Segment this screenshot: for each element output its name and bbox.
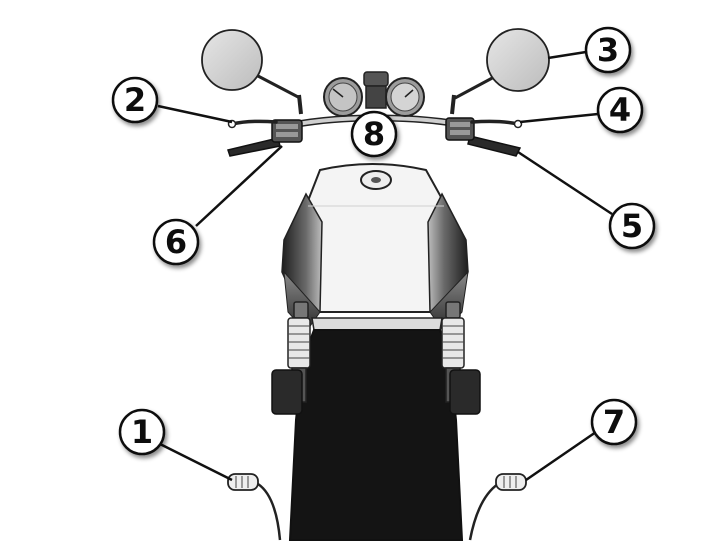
leader-lines [157, 50, 613, 482]
leader-line-2 [157, 104, 233, 124]
right-side-cover [449, 369, 481, 415]
callout-5-label: 5 [621, 207, 643, 245]
leader-line-3 [547, 50, 587, 60]
callout-4-label: 4 [609, 91, 631, 129]
callout-2-label: 2 [124, 81, 146, 119]
throttle-grip [445, 117, 522, 157]
callout-7: 7 [590, 398, 638, 446]
callout-8: 8 [350, 110, 398, 158]
callout-3: 3 [584, 26, 632, 74]
callout-6: 6 [152, 218, 200, 266]
left-side-cover [271, 369, 303, 415]
callout-5: 5 [608, 202, 656, 250]
gear-shift-pedal [227, 473, 282, 541]
front-brake-lever [470, 119, 523, 129]
left-mirror [201, 29, 303, 115]
callout-4: 4 [596, 86, 644, 134]
leader-line-1 [159, 442, 233, 482]
leader-line-7 [525, 430, 597, 482]
clutch-lever [227, 119, 278, 129]
fuel-cap [360, 170, 392, 190]
callout-3-label: 3 [597, 31, 619, 69]
callout-1-label: 1 [131, 413, 153, 451]
leader-line-5 [517, 150, 613, 216]
leader-line-6 [195, 145, 283, 227]
callout-2: 2 [111, 76, 159, 124]
tachometer [385, 77, 425, 117]
leader-line-4 [519, 112, 599, 124]
rear-brake-pedal [468, 473, 527, 541]
callout-1: 1 [118, 408, 166, 456]
seat [288, 317, 464, 541]
callout-7-label: 7 [603, 403, 625, 441]
callout-6-label: 6 [165, 223, 187, 261]
instrument-cluster [363, 71, 389, 109]
callout-8-label: 8 [363, 115, 385, 153]
right-mirror [450, 28, 550, 115]
left-grip [227, 119, 303, 157]
speedometer [323, 77, 363, 117]
